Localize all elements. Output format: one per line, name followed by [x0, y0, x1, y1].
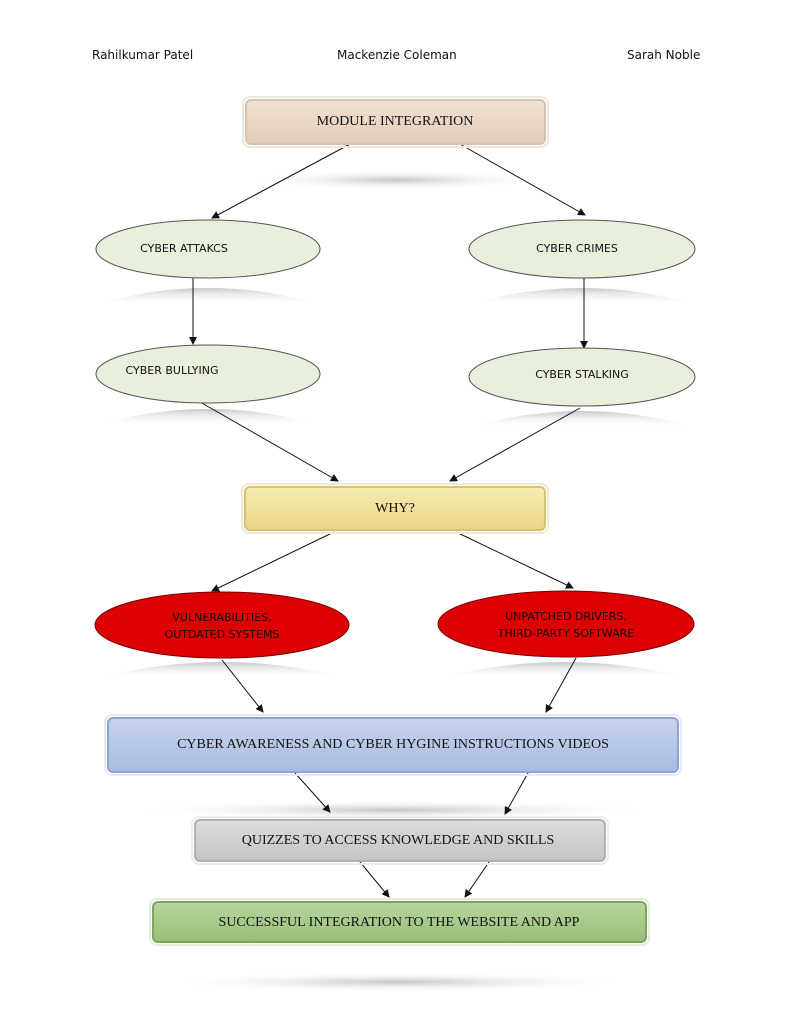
- successful-integration-label: SUCCESSFUL INTEGRATION TO THE WEBSITE AN…: [219, 915, 580, 930]
- arrow-videos-to-quizzes-right: [504, 772, 529, 815]
- vulnerabilities-label-line1: VULNERABILITIES,: [172, 611, 271, 624]
- arrow-why-to-unpatched: [455, 531, 574, 589]
- arrow-module-to-attacks: [211, 142, 353, 219]
- cyber-crimes-label: CYBER CRIMES: [536, 242, 618, 255]
- arrow-bullying-to-why: [199, 401, 339, 482]
- arrow-stalking-to-why: [449, 407, 581, 482]
- why-label: WHY?: [375, 501, 415, 516]
- arrow-unpatched-to-videos: [545, 657, 577, 713]
- node-cyber-crimes: CYBER CRIMES: [468, 219, 696, 279]
- connectors: [189, 142, 588, 898]
- cyber-attacks-label: CYBER ATTAKCS: [140, 242, 228, 255]
- unpatched-label-line2: THIRD-PARTY SOFTWARE: [497, 627, 634, 640]
- node-cyber-bullying: CYBER BULLYING: [95, 344, 321, 404]
- quizzes-label: QUIZZES TO ACCESS KNOWLEDGE AND SKILLS: [242, 833, 555, 848]
- instruction-videos-label: CYBER AWARENESS AND CYBER HYGINE INSTRUC…: [177, 737, 609, 752]
- unpatched-label-line1: UNPATCHED DRIVERS,: [505, 610, 627, 623]
- node-successful-integration: SUCCESSFUL INTEGRATION TO THE WEBSITE AN…: [149, 898, 650, 946]
- node-unpatched-drivers: UNPATCHED DRIVERS, THIRD-PARTY SOFTWARE: [437, 590, 695, 658]
- author-rahilkumar-patel: Rahilkumar Patel: [92, 48, 194, 62]
- cyber-bullying-label: CYBER BULLYING: [126, 364, 219, 377]
- arrow-quizzes-to-integration-right: [464, 861, 490, 898]
- vulnerabilities-label-line2: OUTDATED SYSTEMS: [165, 628, 280, 641]
- node-cyber-stalking: CYBER STALKING: [468, 347, 696, 407]
- author-mackenzie-coleman: Mackenzie Coleman: [337, 48, 457, 62]
- node-quizzes: QUIZZES TO ACCESS KNOWLEDGE AND SKILLS: [191, 816, 609, 865]
- node-module-integration: MODULE INTEGRATION: [242, 96, 549, 148]
- arrow-quizzes-to-integration-left: [359, 861, 390, 898]
- arrow-vulnerabilities-to-videos: [221, 659, 264, 713]
- arrow-module-to-crimes: [457, 142, 586, 216]
- node-instruction-videos: CYBER AWARENESS AND CYBER HYGINE INSTRUC…: [104, 714, 682, 776]
- cyber-stalking-label: CYBER STALKING: [535, 368, 629, 381]
- arrow-why-to-vulnerabilities: [211, 531, 335, 592]
- node-shadows: [98, 170, 694, 992]
- node-why: WHY?: [241, 483, 549, 534]
- author-sarah-noble: Sarah Noble: [627, 48, 701, 62]
- arrow-videos-to-quizzes-left: [294, 772, 331, 813]
- node-vulnerabilities: VULNERABILITIES, OUTDATED SYSTEMS: [94, 591, 350, 659]
- module-integration-label: MODULE INTEGRATION: [317, 114, 474, 129]
- node-cyber-attacks: CYBER ATTAKCS: [95, 219, 321, 279]
